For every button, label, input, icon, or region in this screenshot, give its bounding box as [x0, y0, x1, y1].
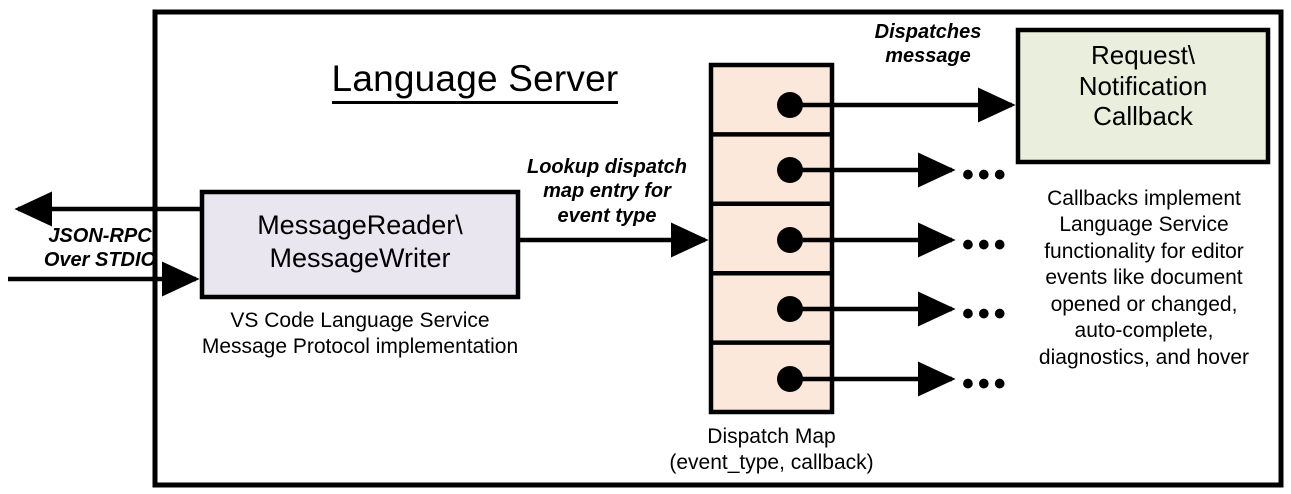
language-server-container	[152, 9, 1284, 488]
dispatch-ellipsis-4: •••	[962, 295, 1010, 333]
dispatch-ellipsis-2: •••	[962, 156, 1010, 194]
callback-note-line7: diagnostics, and hover	[1038, 345, 1250, 369]
message-box-line1: MessageReader\	[257, 210, 463, 240]
lookup-label-line3: event type	[557, 204, 657, 227]
callback-note-line4: events like document	[1045, 266, 1243, 290]
dispatch-ellipsis-3: •••	[962, 226, 1010, 264]
lookup-label-line2: map entry for	[543, 180, 671, 203]
callback-note-line3: functionality for editor	[1044, 239, 1244, 263]
callback-note-line6: auto-complete,	[1074, 319, 1214, 343]
lookup-dispatch-label: Lookup dispatch map entry for event type	[512, 155, 702, 228]
dispatches-message-label: Dispatches message	[838, 20, 1018, 69]
jsonrpc-label: JSON-RPC Over STDIO	[10, 224, 190, 273]
dispatches-label-line1: Dispatches	[874, 21, 982, 43]
callback-note-line1: Callbacks implement	[1047, 187, 1241, 210]
message-reader-writer-label: MessageReader\ MessageWriter	[202, 209, 518, 275]
lookup-label-line1: Lookup dispatch	[527, 156, 687, 178]
page-title-text: Language Server	[331, 58, 619, 104]
message-box-caption-line1: VS Code Language Service	[230, 309, 490, 332]
callback-note: Callbacks implement Language Service fun…	[1008, 186, 1280, 371]
callback-box-label: Request\ Notification Callback	[1018, 40, 1268, 132]
dispatch-map-caption: Dispatch Map (event_type, callback)	[640, 424, 903, 477]
dispatch-map-caption-line1: Dispatch Map	[707, 425, 836, 448]
jsonrpc-label-line2: Over STDIO	[43, 249, 157, 272]
dispatch-map-caption-line2: (event_type, callback)	[669, 451, 874, 475]
callback-box-line3: Callback	[1093, 101, 1193, 132]
callback-box-line1: Request\	[1090, 40, 1196, 70]
callback-note-line2: Language Service	[1059, 213, 1229, 237]
dispatches-label-line2: message	[885, 45, 971, 68]
page-title: Language Server	[155, 58, 795, 104]
message-box-caption-line2: Message Protocol implementation	[201, 335, 519, 359]
dispatch-ellipsis-5: •••	[962, 365, 1010, 403]
message-box-line2: MessageWriter	[269, 242, 451, 273]
callback-note-line5: opened or changed,	[1050, 292, 1238, 316]
callback-box	[1015, 27, 1271, 165]
message-box-caption: VS Code Language Service Message Protoco…	[180, 308, 540, 361]
callback-box-line2: Notification	[1078, 70, 1208, 101]
message-reader-writer-box	[199, 189, 521, 300]
jsonrpc-label-line1: JSON-RPC	[48, 225, 152, 247]
